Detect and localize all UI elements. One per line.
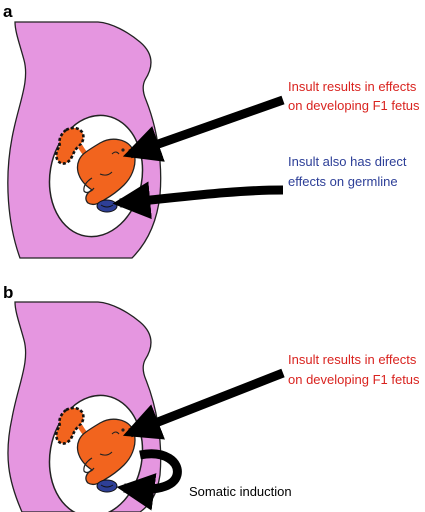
fetus-arm-b xyxy=(99,451,113,456)
label-effects-fetus-a-line1: Insult results in effects xyxy=(288,79,417,94)
arrow-to-fetus-a xyxy=(122,95,285,162)
panel-b: b Insult results in effects on developin… xyxy=(3,283,420,512)
arrow-to-germline-a xyxy=(112,181,284,220)
fetus-ear-a xyxy=(111,151,120,155)
panel-a: a Insult results in effects on developin… xyxy=(3,2,420,259)
fetus-limb-a xyxy=(83,177,95,194)
fetus-b xyxy=(76,418,136,486)
placenta-a xyxy=(54,126,85,165)
germline-b xyxy=(96,479,118,493)
arrow-to-fetus-b xyxy=(122,368,285,440)
label-effects-fetus-b-line2: on developing F1 fetus xyxy=(288,372,420,387)
fetus-eye-a xyxy=(121,148,125,152)
label-germline-a-line2: effects on germline xyxy=(288,174,398,189)
label-germline-a-line1: Insult also has direct xyxy=(288,154,407,169)
label-effects-fetus-b-line1: Insult results in effects xyxy=(288,352,417,367)
fetus-arm-a xyxy=(99,171,113,176)
panel-a-letter: a xyxy=(3,2,13,21)
fetus-limb-b xyxy=(83,457,95,474)
arrow-somatic-induction-b xyxy=(116,449,182,511)
panel-b-letter: b xyxy=(3,283,13,302)
label-effects-fetus-a-line2: on developing F1 fetus xyxy=(288,98,420,113)
germline-a xyxy=(96,199,118,213)
fetus-eye-b xyxy=(121,428,125,432)
label-somatic-induction-b: Somatic induction xyxy=(189,484,292,499)
placenta-b xyxy=(54,406,85,445)
germline-detail-b xyxy=(100,484,114,488)
fetus-ear-b xyxy=(111,431,120,435)
germline-detail-a xyxy=(100,204,114,208)
